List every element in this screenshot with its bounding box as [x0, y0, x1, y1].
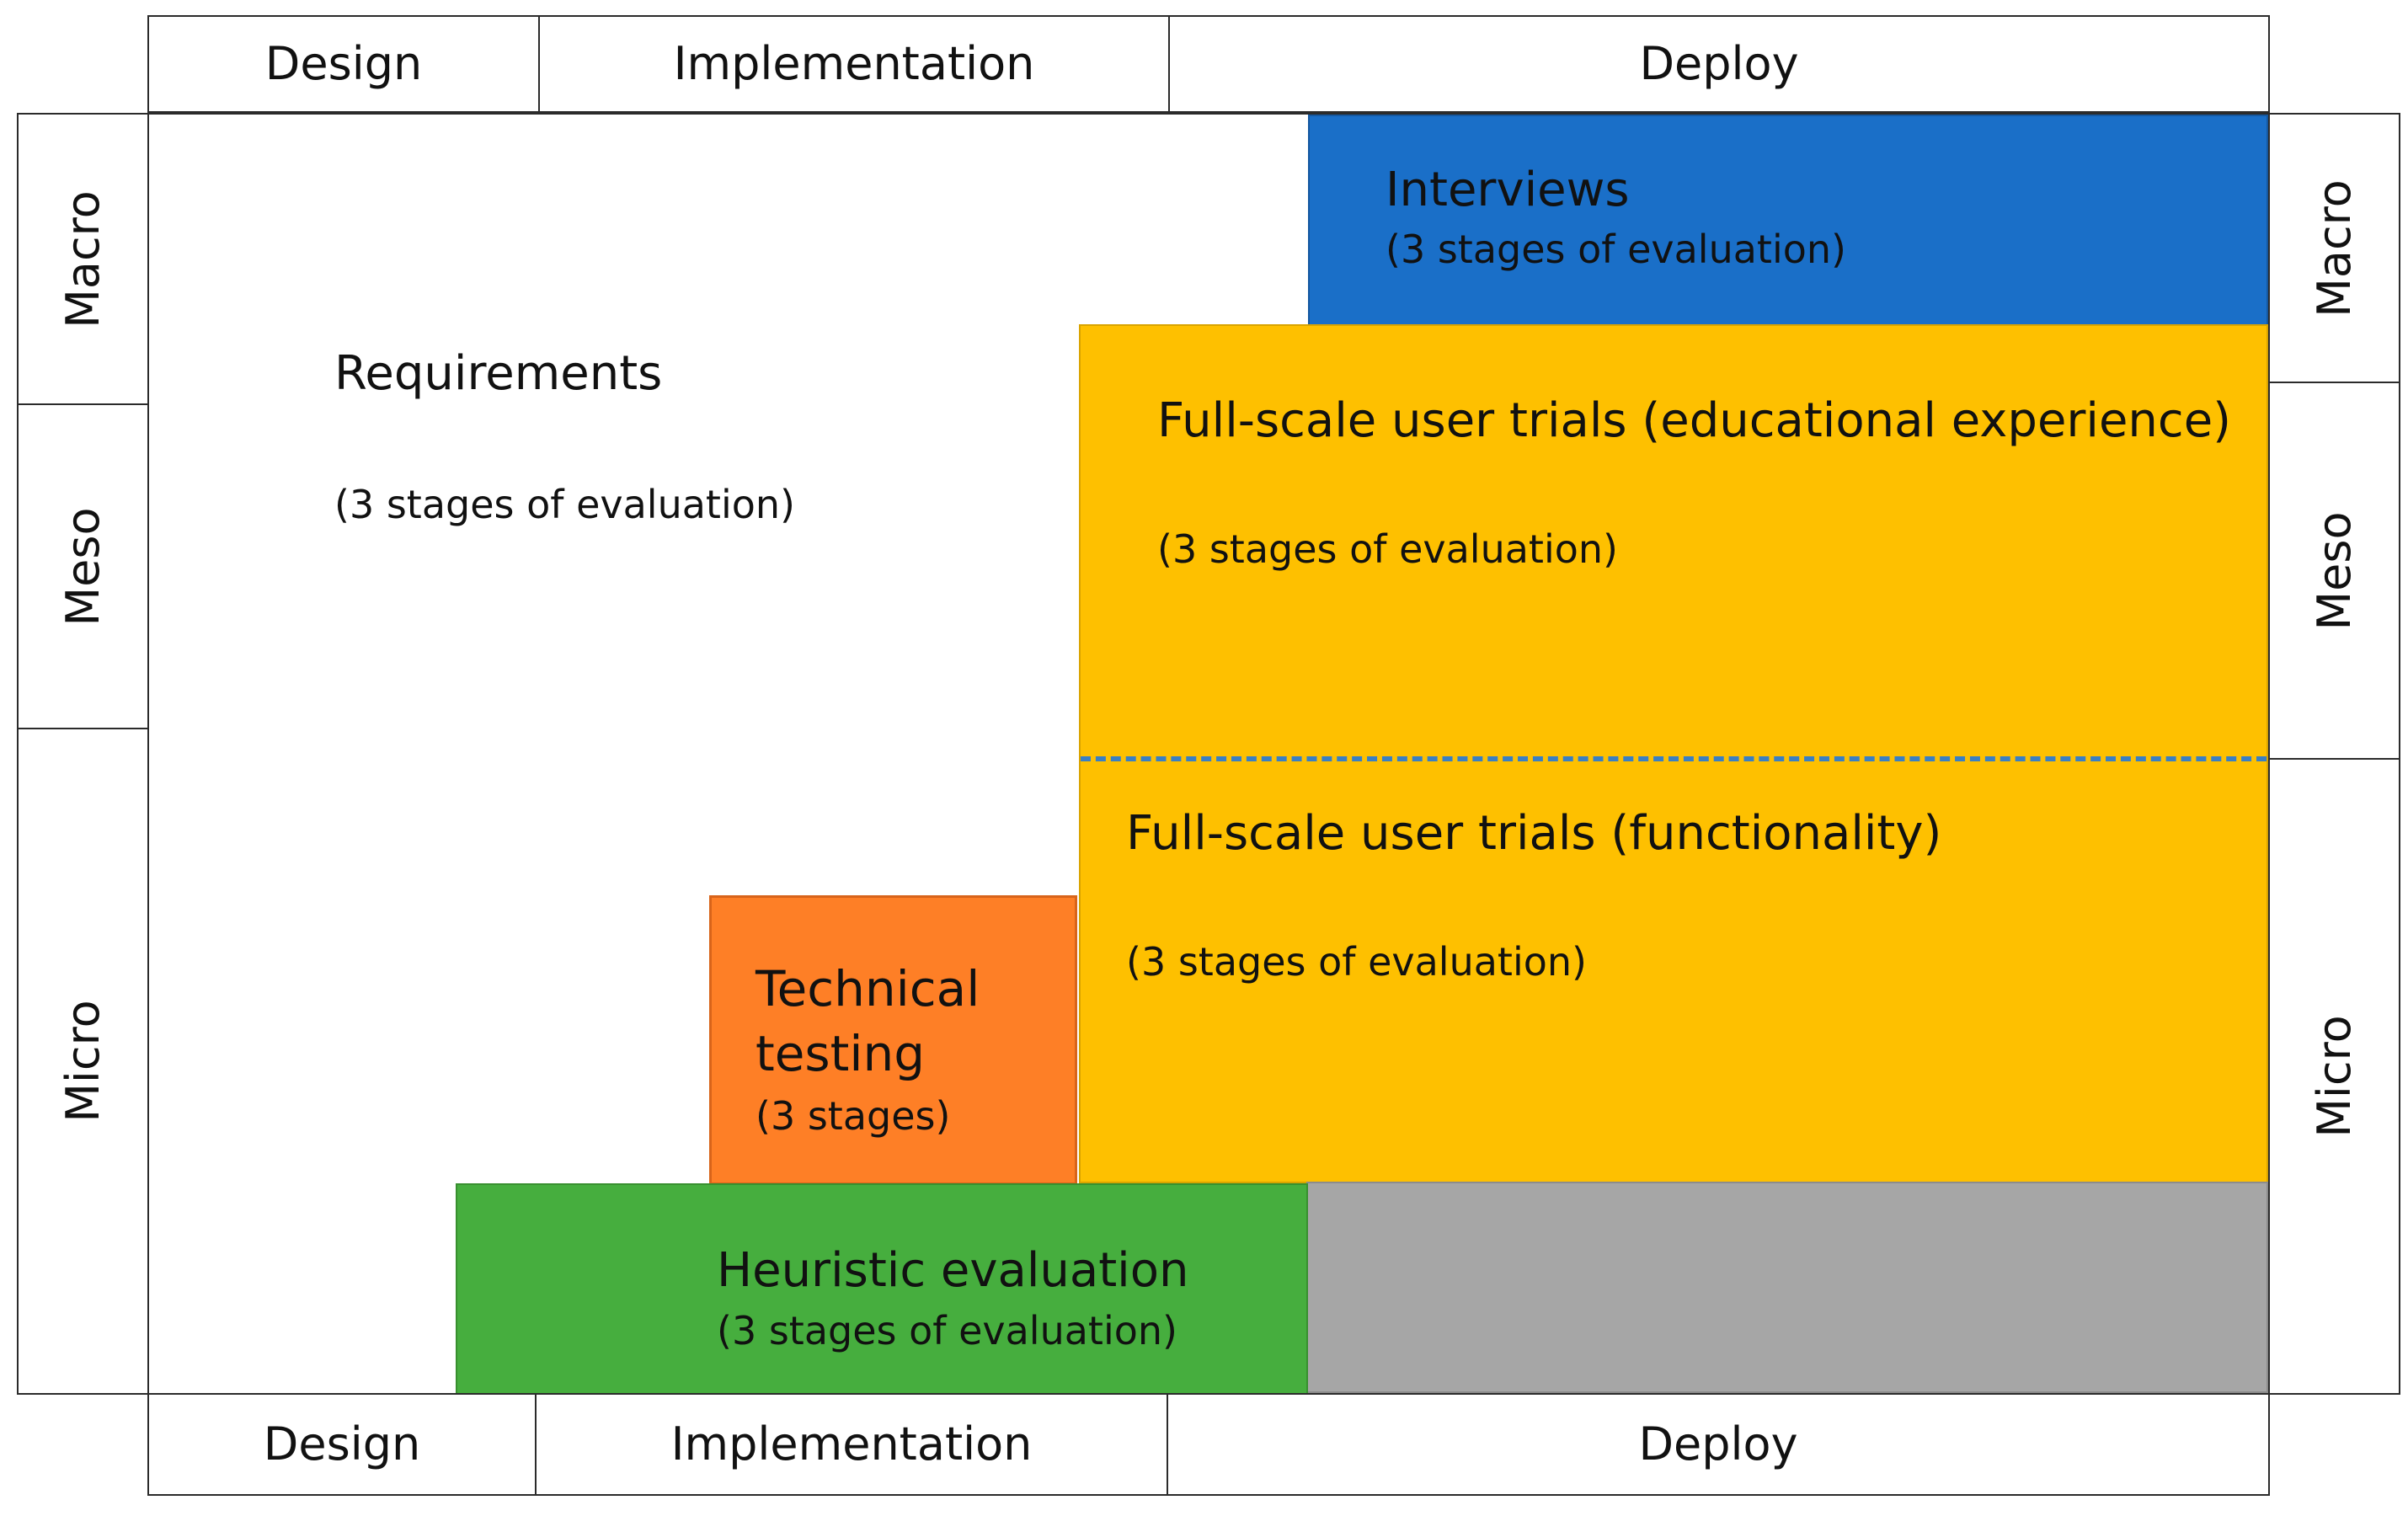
bottom-header-deploy: Deploy [1167, 1393, 2270, 1496]
top-header-design: Design [147, 15, 540, 113]
bottom-header-implementation: Implementation [535, 1393, 1168, 1496]
left-level-meso: Meso [17, 403, 149, 729]
full-scale-func-subtitle: (3 stages of evaluation) [1126, 939, 1587, 985]
right-level-micro-label: Micro [2307, 1015, 2361, 1138]
trials-divider [1081, 756, 2267, 761]
full-scale-func-title: Full-scale user trials (functionality) [1126, 806, 1942, 861]
technical-testing-subtitle: (3 stages) [756, 1093, 951, 1139]
heuristic-evaluation-subtitle: (3 stages of evaluation) [717, 1308, 1177, 1353]
left-level-macro: Macro [17, 113, 149, 405]
right-level-meso-label: Meso [2307, 511, 2361, 630]
requirements-subtitle: (3 stages of evaluation) [334, 482, 795, 527]
heuristic-evaluation-title: Heuristic evaluation [717, 1243, 1189, 1298]
left-level-micro-label: Micro [56, 1000, 109, 1123]
bottom-header-design: Design [147, 1393, 537, 1496]
interviews-title: Interviews [1386, 163, 1630, 217]
top-header-implementation: Implementation [538, 15, 1170, 113]
heuristic-evaluation-block: Heuristic evaluation (3 stages of evalua… [456, 1183, 1308, 1395]
left-level-macro-label: Macro [56, 190, 109, 328]
full-scale-edu-subtitle: (3 stages of evaluation) [1157, 526, 1618, 572]
left-level-micro: Micro [17, 728, 149, 1395]
right-level-micro: Micro [2268, 758, 2400, 1395]
technical-testing-block: Technical testing (3 stages) [709, 895, 1077, 1185]
right-level-meso: Meso [2268, 382, 2400, 760]
interviews-block: Interviews (3 stages of evaluation) [1308, 115, 2268, 330]
interviews-subtitle: (3 stages of evaluation) [1386, 227, 1846, 272]
right-level-macro: Macro [2268, 113, 2400, 383]
right-level-macro-label: Macro [2307, 179, 2361, 318]
full-scale-edu-title: Full-scale user trials (educational expe… [1157, 393, 2232, 448]
requirements-title: Requirements [334, 346, 663, 401]
technical-testing-title-line2: testing [756, 1025, 926, 1082]
top-header-deploy: Deploy [1168, 15, 2270, 113]
technical-testing-title-line1: Technical [756, 960, 980, 1017]
grey-area [1306, 1182, 2268, 1393]
full-scale-trials-block [1079, 324, 2268, 1183]
left-level-meso-label: Meso [56, 507, 109, 626]
